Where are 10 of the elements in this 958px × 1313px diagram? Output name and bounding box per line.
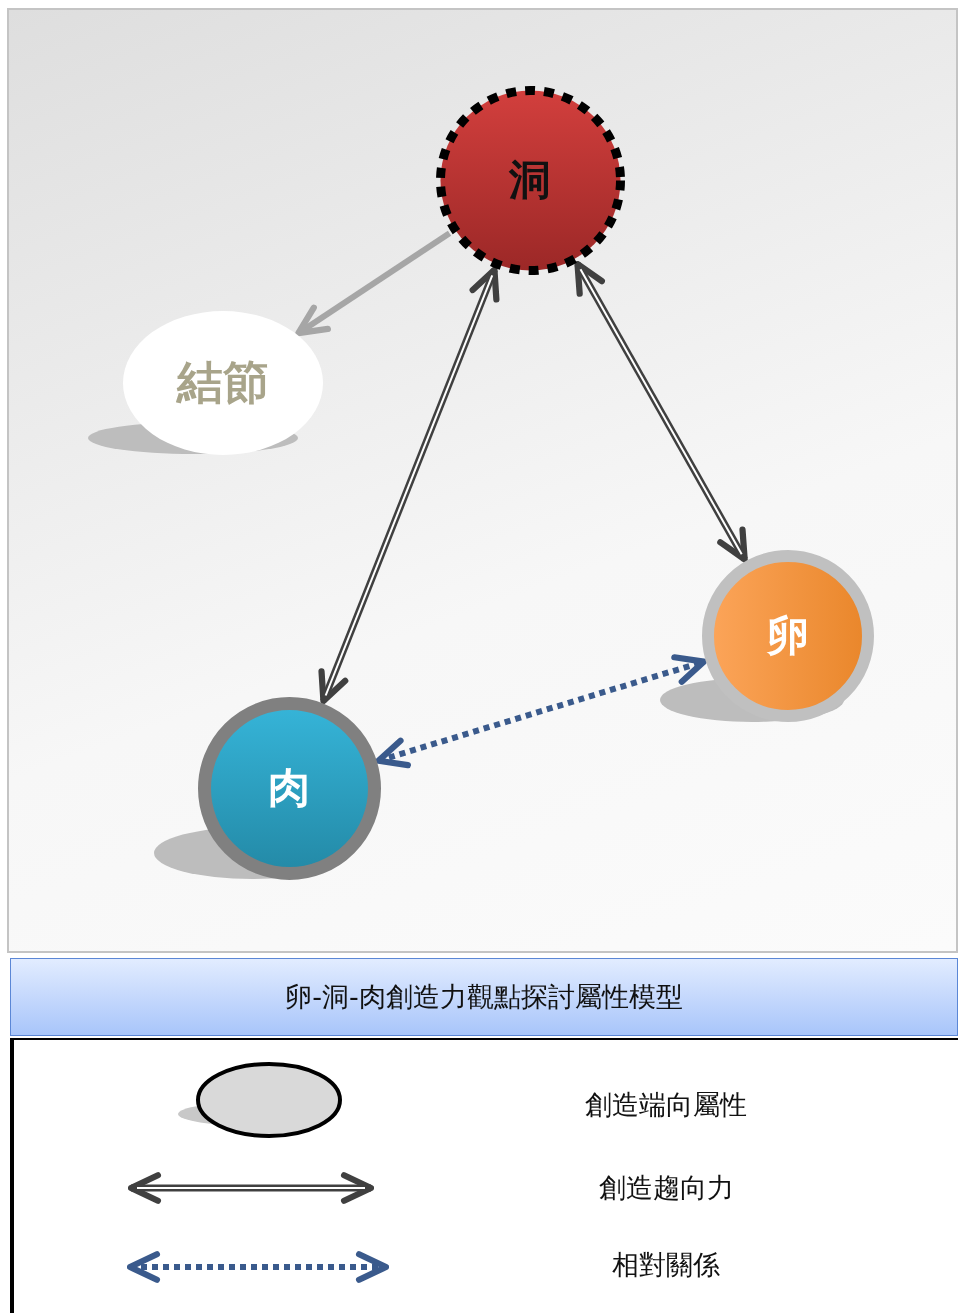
node-label: 卵 [767, 610, 809, 662]
legend-label: 創造端向屬性 [585, 1088, 747, 1122]
node-label: 結節 [177, 354, 269, 411]
legend-label: 創造趨向力 [598, 1171, 734, 1205]
circle-node [435, 85, 625, 275]
node-label: 洞 [509, 154, 551, 206]
node-label: 肉 [268, 762, 310, 814]
caption: 卵-洞-肉創造力觀點探討屬性模型 [285, 980, 683, 1014]
ellipse-node [123, 311, 323, 455]
legend-label: 相對關係 [612, 1248, 720, 1282]
